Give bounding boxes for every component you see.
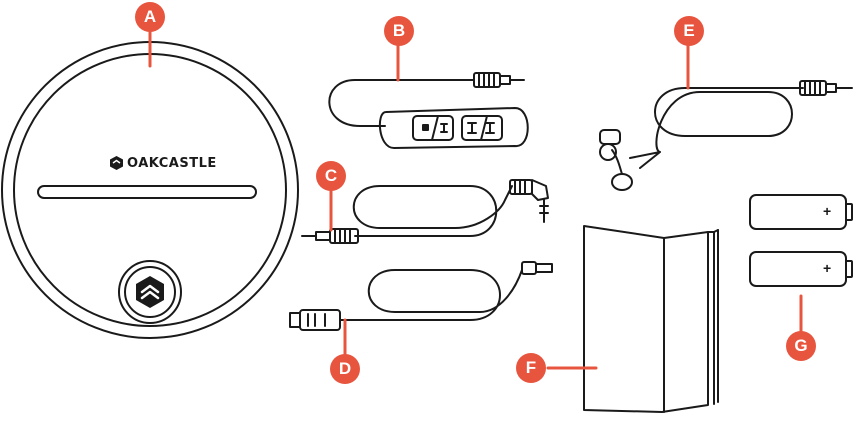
marker-a: A <box>135 2 165 32</box>
right-earbud <box>612 174 632 190</box>
power-button <box>119 261 181 323</box>
user-manual <box>584 226 718 412</box>
battery-plus-1: + <box>823 203 831 219</box>
marker-b: B <box>384 16 414 46</box>
usb-cable <box>290 262 552 330</box>
marker-c: C <box>316 161 346 191</box>
marker-g: G <box>786 331 816 361</box>
light-bar <box>38 186 256 198</box>
remote-cable <box>329 73 527 148</box>
left-earbud <box>600 130 620 144</box>
marker-e: E <box>674 16 704 46</box>
battery-plus-2: + <box>823 260 831 276</box>
marker-f: F <box>516 353 546 383</box>
amplifier-device <box>2 42 298 338</box>
batteries <box>750 195 852 286</box>
audio-cable <box>302 180 548 243</box>
brand-name: OAKCASTLE <box>127 156 217 171</box>
marker-d: D <box>330 354 360 384</box>
oakcastle-logo-icon <box>110 156 123 170</box>
brand-logo: OAKCASTLE <box>110 154 217 172</box>
earphones <box>600 81 852 190</box>
